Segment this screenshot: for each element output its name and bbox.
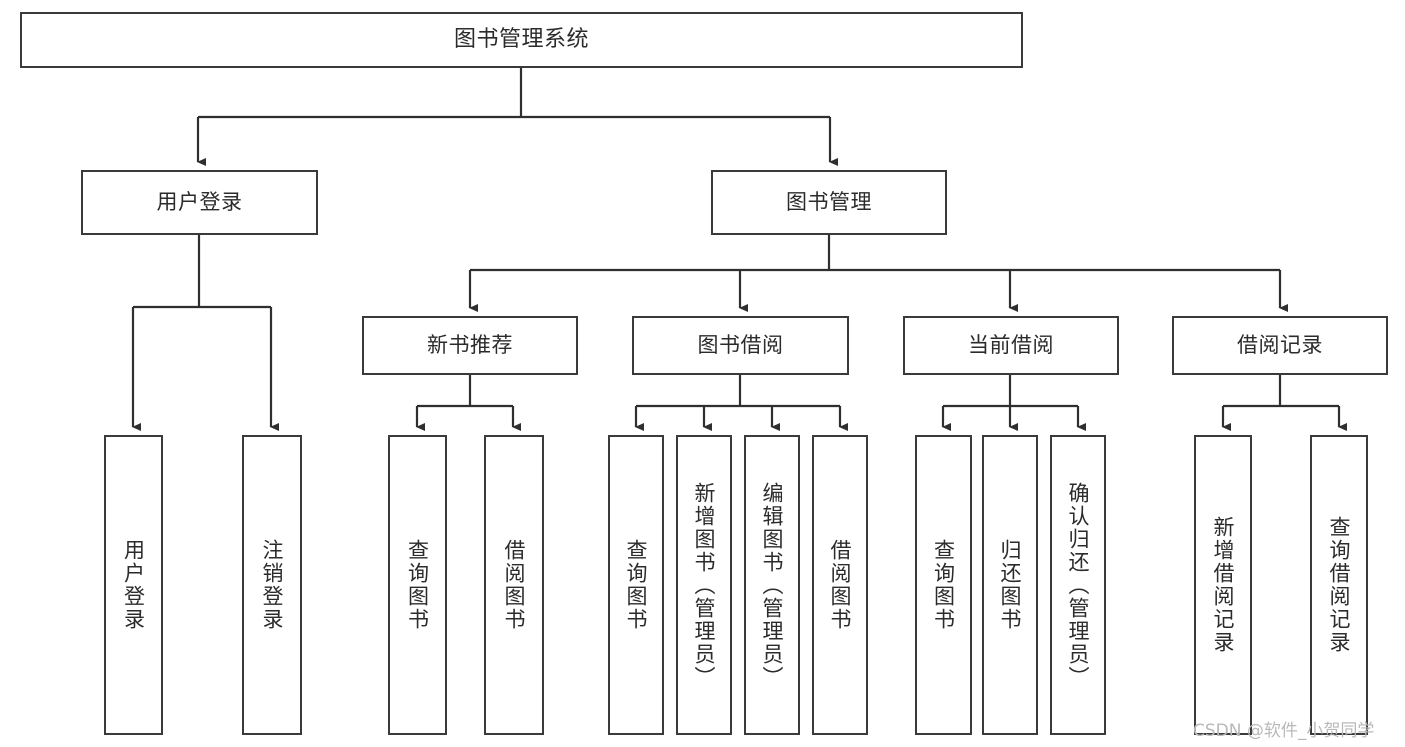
node-book-borrowing[interactable]: 图书借阅: [632, 316, 849, 375]
node-current-borrowing[interactable]: 当前借阅: [903, 316, 1119, 375]
leaf-query-books-borrow[interactable]: 查询图书: [608, 435, 664, 735]
leaf-edit-book-admin[interactable]: 编辑图书（管理员）: [744, 435, 800, 735]
node-label: 查询图书: [931, 539, 956, 631]
node-label: 确认归还（管理员）: [1066, 481, 1091, 689]
node-label: 图书借阅: [697, 333, 784, 358]
node-label: 新增借阅记录: [1211, 516, 1236, 654]
leaf-query-books-current[interactable]: 查询图书: [915, 435, 972, 735]
node-book-management[interactable]: 图书管理: [711, 170, 947, 235]
node-label: 图书管理系统: [453, 27, 589, 53]
node-label: 归还图书: [998, 539, 1023, 631]
leaf-return-books[interactable]: 归还图书: [982, 435, 1038, 735]
node-label: 用户登录: [121, 539, 146, 631]
leaf-add-borrow-record[interactable]: 新增借阅记录: [1194, 435, 1252, 735]
node-label: 用户登录: [156, 190, 243, 215]
node-label: 查询图书: [624, 539, 649, 631]
node-label: 借阅图书: [828, 539, 853, 631]
leaf-logout[interactable]: 注销登录: [242, 435, 302, 735]
node-label: 借阅记录: [1237, 333, 1323, 358]
node-label: 查询借阅记录: [1327, 516, 1352, 654]
node-new-book-recommendation[interactable]: 新书推荐: [362, 316, 578, 375]
node-root-book-management-system[interactable]: 图书管理系统: [20, 12, 1023, 68]
csdn-watermark: CSDN @软件_小贺同学: [1193, 721, 1375, 741]
leaf-query-books-newbook[interactable]: 查询图书: [388, 435, 447, 735]
node-label: 注销登录: [260, 539, 285, 631]
node-label: 新书推荐: [427, 333, 513, 358]
node-borrowing-records[interactable]: 借阅记录: [1172, 316, 1388, 375]
leaf-query-borrow-record[interactable]: 查询借阅记录: [1310, 435, 1368, 735]
leaf-user-login[interactable]: 用户登录: [104, 435, 163, 735]
node-label: 当前借阅: [968, 333, 1054, 358]
node-label: 编辑图书（管理员）: [760, 481, 785, 689]
leaf-confirm-return-admin[interactable]: 确认归还（管理员）: [1050, 435, 1106, 735]
node-label: 查询图书: [405, 539, 430, 631]
leaf-borrow-books[interactable]: 借阅图书: [812, 435, 868, 735]
leaf-borrow-books-newbook[interactable]: 借阅图书: [484, 435, 544, 735]
node-label: 图书管理: [786, 190, 872, 215]
node-label: 新增图书（管理员）: [692, 481, 717, 689]
leaf-add-book-admin[interactable]: 新增图书（管理员）: [676, 435, 732, 735]
node-label: 借阅图书: [502, 539, 527, 631]
node-user-login[interactable]: 用户登录: [81, 170, 318, 235]
